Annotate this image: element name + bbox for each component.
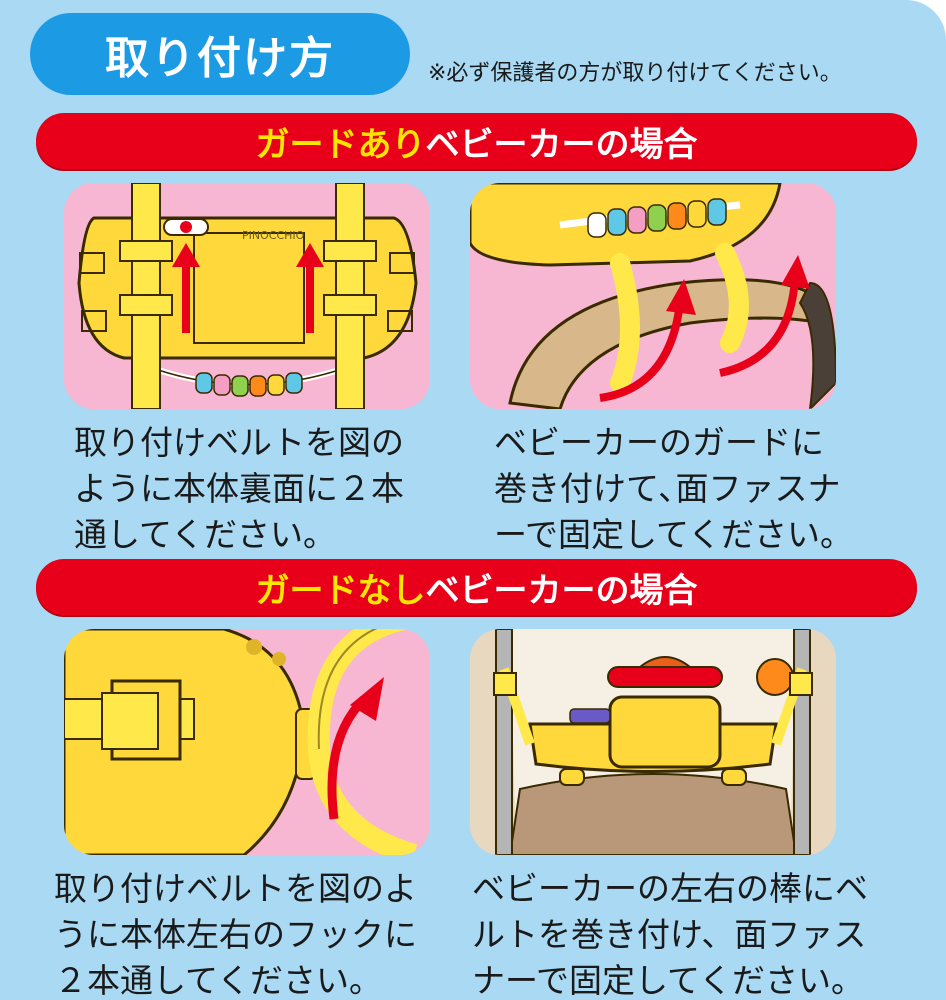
parent-note: ※必ず保護者の方が取り付けてください。 bbox=[428, 61, 842, 86]
caption-guard-step1: 取り付けベルトを図の ように本体裏面に２本 通してください。 bbox=[74, 423, 404, 554]
wrap-guard-drawing bbox=[470, 183, 836, 409]
illustration-side-hooks bbox=[64, 629, 430, 855]
banner-highlight: ガードなし bbox=[255, 570, 426, 611]
stroller-rods-drawing bbox=[470, 629, 836, 855]
caption-noguard-step2: ベビーカーの左右の棒にベ ルトを巻き付け、面ファス ナーで固定してください。 bbox=[472, 869, 868, 1000]
banner-text: ベビーカーの場合 bbox=[425, 124, 698, 165]
illustration-stroller-rods bbox=[470, 629, 836, 855]
caption-guard-step2: ベビーカーのガードに 巻き付けて､面ファスナ ーで固定してください。 bbox=[494, 423, 854, 554]
brand-label: PINOCCHIO bbox=[242, 229, 305, 242]
side-hooks-drawing bbox=[64, 629, 430, 855]
section-banner-without-guard: ガードなしベビーカーの場合 bbox=[36, 559, 917, 615]
illustration-wrap-guard bbox=[470, 183, 836, 409]
back-straps-drawing: PINOCCHIO bbox=[64, 183, 430, 409]
section-banner-with-guard: ガードありベビーカーの場合 bbox=[36, 113, 917, 169]
banner-text: ベビーカーの場合 bbox=[425, 570, 698, 611]
caption-noguard-step1: 取り付けベルトを図のよ うに本体左右のフックに ２本通してください。 bbox=[54, 869, 417, 1000]
banner-highlight: ガードあり bbox=[255, 124, 426, 165]
page-title: 取り付け方 bbox=[30, 13, 410, 95]
illustration-back-straps: PINOCCHIO bbox=[64, 183, 430, 409]
